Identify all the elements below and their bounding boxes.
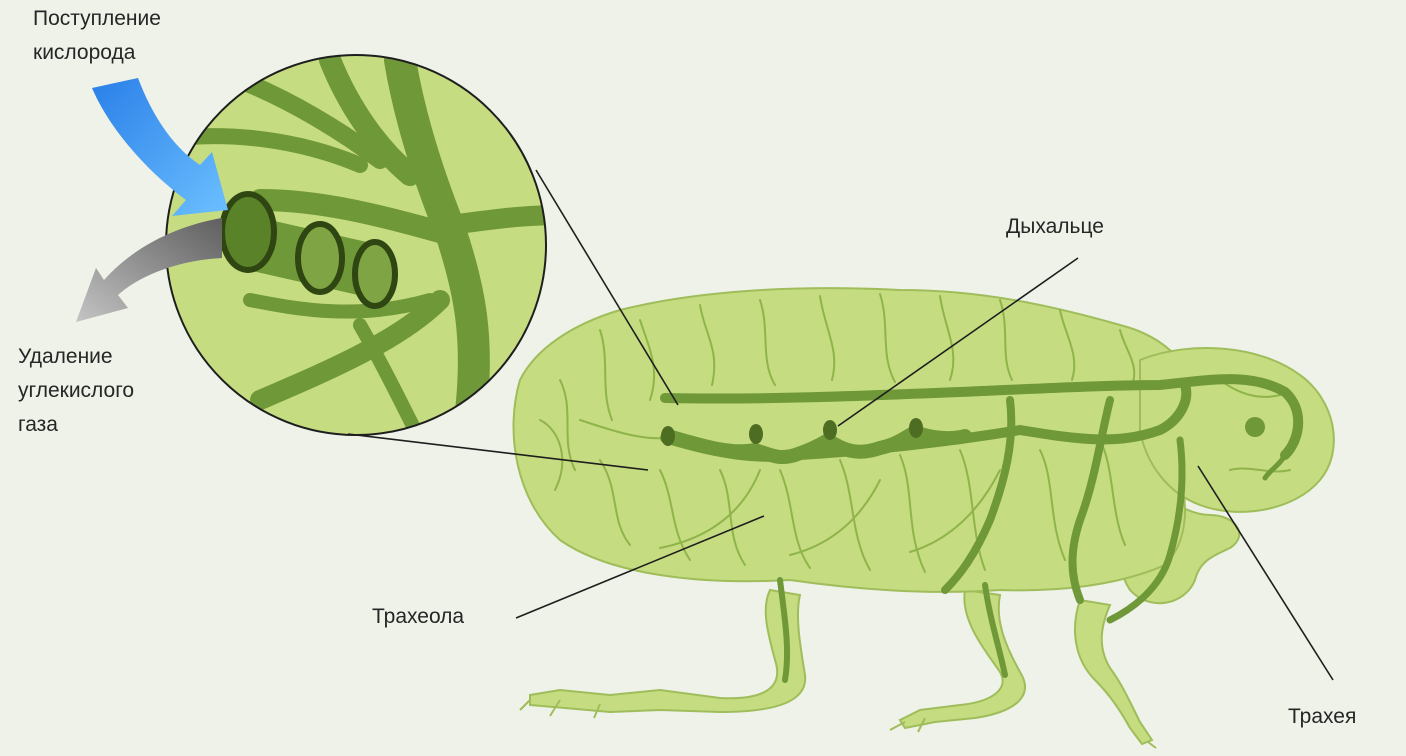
oxygen-intake-line-1: Поступление [33, 2, 161, 36]
co2-removal-label: Удаление углекислого газа [18, 340, 134, 442]
spiracle-opening [749, 424, 763, 444]
spiracle-opening [661, 426, 675, 446]
eye [1245, 417, 1265, 437]
oxygen-intake-line-2: кислорода [33, 36, 161, 70]
co2-removal-line-2: углекислого [18, 374, 134, 408]
spiracle-label: Дыхальце [1006, 210, 1104, 244]
oxygen-intake-label: Поступление кислорода [33, 2, 161, 70]
spiracle-opening [909, 418, 923, 438]
trachea-opening [222, 194, 274, 270]
insect-body [513, 288, 1333, 748]
spiracle-opening [823, 420, 837, 440]
co2-removal-line-3: газа [18, 408, 134, 442]
tracheole-label: Трахеола [372, 600, 464, 634]
hind-leg [530, 590, 805, 712]
middle-leg [900, 590, 1025, 728]
trachea-label: Трахея [1288, 700, 1356, 734]
co2-removal-line-1: Удаление [18, 340, 134, 374]
